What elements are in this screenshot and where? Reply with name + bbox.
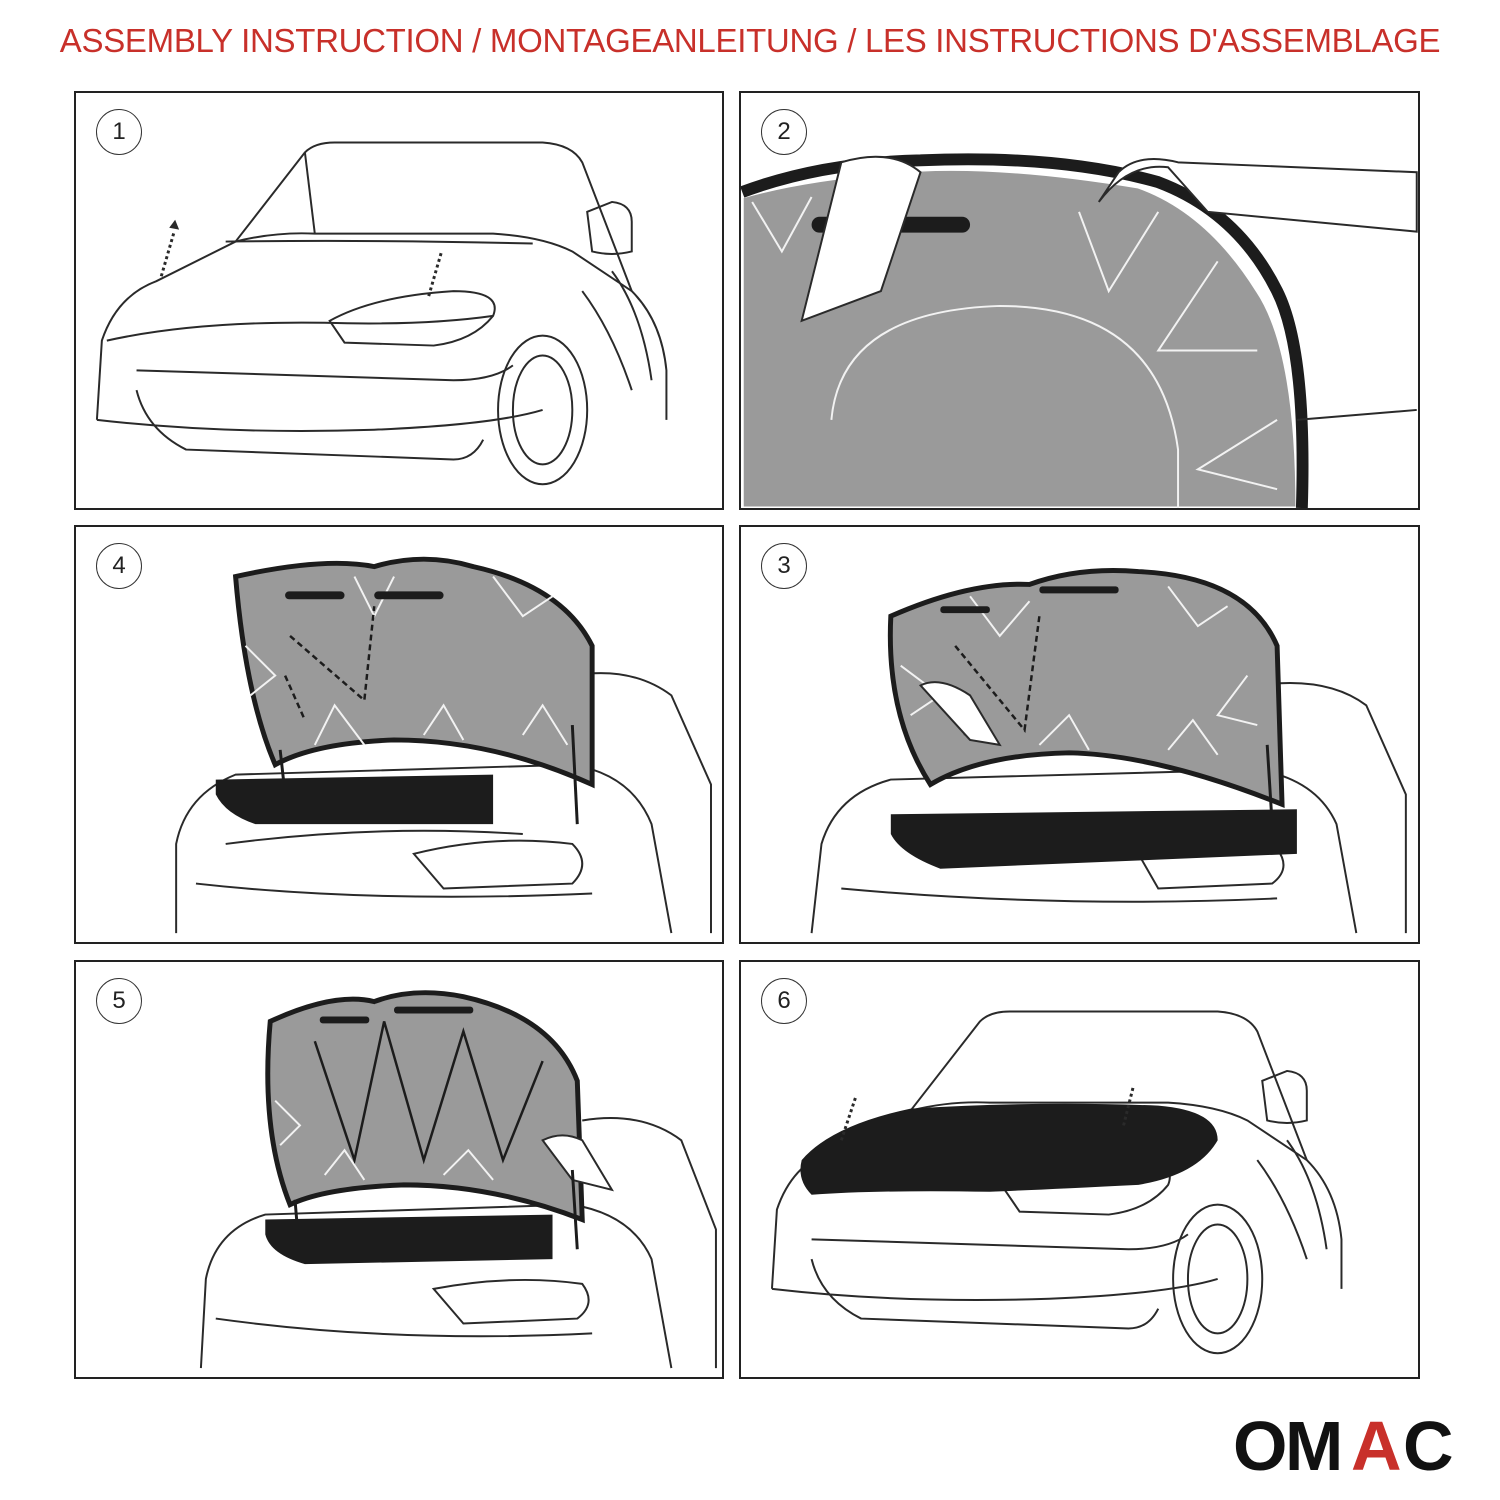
open-hood-fastening-illustration — [175, 556, 712, 934]
step-panel-1: 1 — [74, 91, 724, 510]
step-number-badge: 1 — [96, 109, 142, 155]
step-panel-3: 3 — [739, 525, 1420, 944]
open-hood-clips-illustration — [810, 568, 1407, 934]
step-number-badge: 5 — [96, 978, 142, 1024]
step-panel-5: 5 — [74, 960, 724, 1379]
omac-logo: O M A C — [1233, 1412, 1473, 1476]
car-front-illustration — [95, 141, 668, 486]
svg-text:O: O — [1233, 1412, 1287, 1476]
step-panel-2: 2 — [739, 91, 1420, 510]
hood-liner-closeup-illustration — [741, 153, 1418, 508]
step-panel-4: 4 — [74, 525, 724, 944]
step-number-badge: 6 — [761, 978, 807, 1024]
svg-text:A: A — [1351, 1412, 1402, 1476]
svg-text:C: C — [1403, 1412, 1454, 1476]
step-number-badge: 2 — [761, 109, 807, 155]
car-with-hood-bra-illustration — [770, 1010, 1343, 1355]
svg-text:M: M — [1285, 1412, 1343, 1476]
step-panel-6: 6 — [739, 960, 1420, 1379]
step-number-badge: 4 — [96, 543, 142, 589]
open-hood-velcro-illustration — [199, 990, 717, 1369]
page-title: ASSEMBLY INSTRUCTION / MONTAGEANLEITUNG … — [59, 22, 1441, 59]
step-number-badge: 3 — [761, 543, 807, 589]
